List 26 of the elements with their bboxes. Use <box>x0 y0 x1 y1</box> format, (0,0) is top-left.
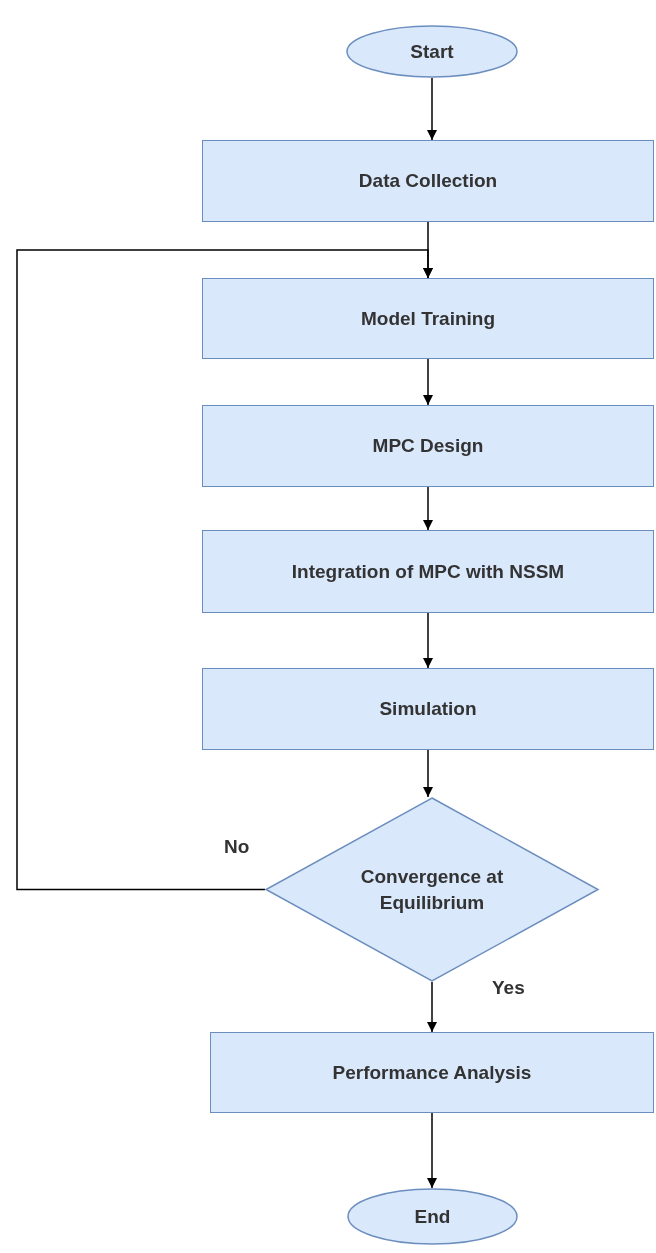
process-box <box>202 530 654 613</box>
process-box <box>202 668 654 750</box>
node-label: Start <box>410 39 454 64</box>
process-box <box>202 278 654 359</box>
node-label: Integration of MPC with NSSM <box>291 559 565 584</box>
node-label: Convergence at Equilibrium <box>359 864 505 915</box>
arrow <box>16 249 433 891</box>
arrow <box>423 358 433 406</box>
node-label: Simulation <box>379 697 477 722</box>
start-terminal <box>346 25 518 78</box>
node-label: End <box>414 1204 451 1229</box>
arrow <box>423 486 433 531</box>
process-box <box>202 140 654 222</box>
process-box <box>202 405 654 487</box>
node-label: Model Training <box>360 306 496 331</box>
arrow <box>427 77 437 141</box>
decision-diamond <box>265 797 599 982</box>
node-label: MPC Design <box>372 434 484 459</box>
node-label: Data Collection <box>358 169 498 194</box>
arrow <box>423 612 433 669</box>
node-label: Performance Analysis <box>332 1060 532 1085</box>
process-box <box>210 1032 654 1113</box>
arrow <box>427 981 437 1033</box>
end-terminal <box>347 1188 518 1245</box>
arrow <box>423 749 433 798</box>
arrow <box>427 1112 437 1189</box>
